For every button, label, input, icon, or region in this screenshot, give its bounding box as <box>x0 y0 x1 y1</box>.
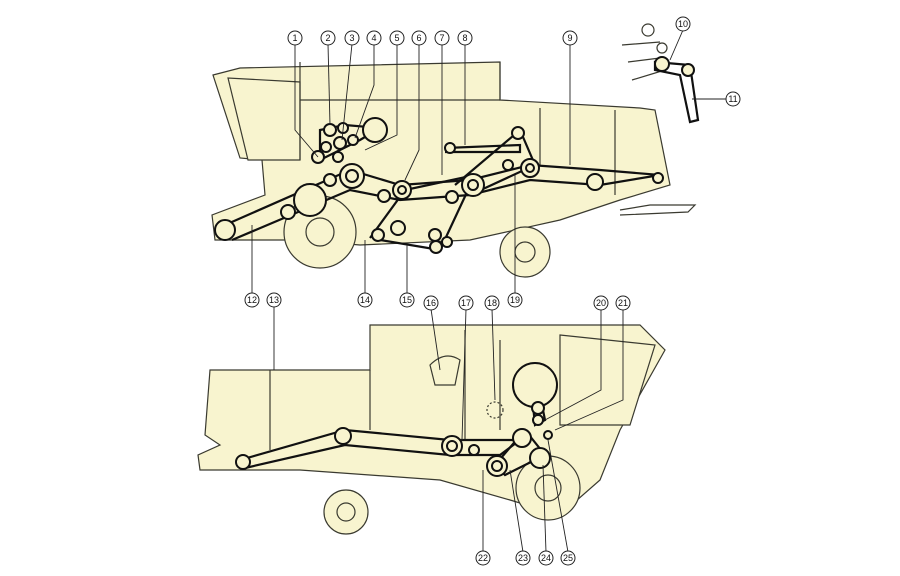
callout-5: 5 <box>389 30 405 46</box>
svg-text:7: 7 <box>439 33 444 43</box>
svg-text:19: 19 <box>510 295 520 305</box>
svg-text:10: 10 <box>678 19 688 29</box>
combine-bottom-view <box>197 324 666 535</box>
callout-11: 11 <box>725 91 741 107</box>
callout-24: 24 <box>538 550 554 566</box>
callout-22: 22 <box>475 550 491 566</box>
callout-3: 3 <box>344 30 360 46</box>
combine-top-view <box>211 61 697 278</box>
detail-inset-top-right <box>621 23 700 124</box>
leader-lines <box>251 29 727 553</box>
callout-16: 16 <box>423 295 439 311</box>
svg-text:21: 21 <box>618 298 628 308</box>
belts-bottom <box>235 362 558 477</box>
callout-17: 17 <box>458 295 474 311</box>
svg-text:24: 24 <box>541 553 551 563</box>
callout-7: 7 <box>434 30 450 46</box>
svg-text:14: 14 <box>360 295 370 305</box>
svg-text:15: 15 <box>402 295 412 305</box>
svg-text:2: 2 <box>325 33 330 43</box>
svg-text:22: 22 <box>478 553 488 563</box>
callout-6: 6 <box>411 30 427 46</box>
svg-text:11: 11 <box>728 94 737 104</box>
svg-text:16: 16 <box>426 298 436 308</box>
callout-12: 12 <box>244 292 260 308</box>
callout-8: 8 <box>457 30 473 46</box>
svg-text:12: 12 <box>247 295 257 305</box>
callout-15: 15 <box>399 292 415 308</box>
svg-text:17: 17 <box>461 298 471 308</box>
svg-text:18: 18 <box>487 298 497 308</box>
callout-14: 14 <box>357 292 373 308</box>
callout-1: 1 <box>287 30 303 46</box>
belts-top <box>214 117 664 254</box>
engine <box>429 355 461 386</box>
callout-25: 25 <box>560 550 576 566</box>
callout-4: 4 <box>366 30 382 46</box>
callout-18: 18 <box>484 295 500 311</box>
callout-2: 2 <box>320 30 336 46</box>
svg-text:8: 8 <box>462 33 467 43</box>
svg-text:9: 9 <box>567 33 572 43</box>
svg-text:5: 5 <box>394 33 399 43</box>
svg-text:25: 25 <box>563 553 573 563</box>
svg-text:4: 4 <box>371 33 376 43</box>
svg-text:13: 13 <box>269 295 279 305</box>
svg-text:6: 6 <box>416 33 421 43</box>
callout-10: 10 <box>675 16 691 32</box>
callout-13: 13 <box>266 292 282 308</box>
callout-20: 20 <box>593 295 609 311</box>
svg-text:23: 23 <box>518 553 528 563</box>
callout-23: 23 <box>515 550 531 566</box>
svg-text:20: 20 <box>596 298 606 308</box>
callout-21: 21 <box>615 295 631 311</box>
svg-text:3: 3 <box>349 33 354 43</box>
svg-text:1: 1 <box>292 33 297 43</box>
callout-19: 19 <box>507 292 523 308</box>
callout-9: 9 <box>562 30 578 46</box>
